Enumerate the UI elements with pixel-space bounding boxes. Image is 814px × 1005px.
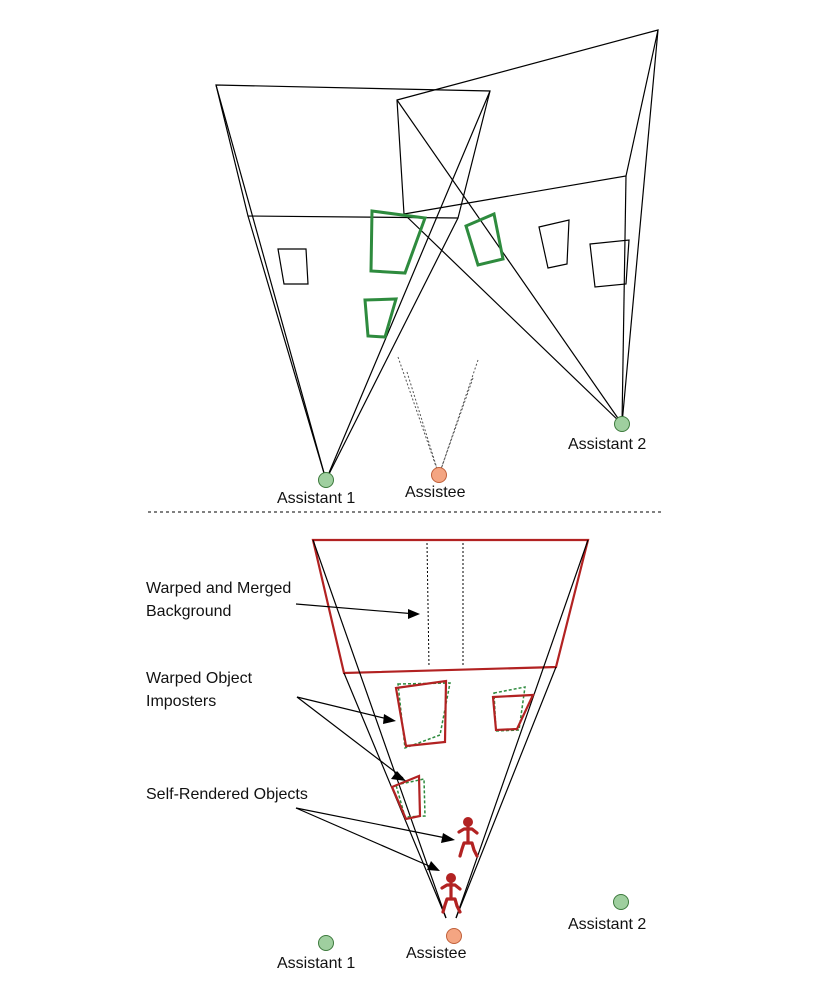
top-panel: Assistant 1 Assistant 2 Assistee — [215, 29, 659, 507]
object-imposter — [363, 297, 399, 339]
arrowhead — [391, 771, 406, 781]
assistant1-marker — [318, 472, 334, 488]
arrowhead — [408, 609, 420, 619]
figure-body — [440, 881, 462, 914]
imposter-warped — [390, 774, 422, 821]
assistant2-marker — [613, 894, 629, 910]
assistee-marker — [431, 467, 447, 483]
figure-body — [457, 825, 479, 858]
assistee-frustum — [397, 356, 479, 476]
arrowhead — [427, 861, 440, 871]
background-object — [538, 219, 570, 269]
assistant2-label: Assistant 2 — [568, 916, 646, 933]
arrowhead — [441, 833, 455, 843]
imposter-original — [395, 778, 426, 818]
assistee-label: Assistee — [406, 945, 467, 962]
background-object — [589, 239, 630, 288]
assistant2-frustum — [396, 29, 659, 425]
assistant1-label: Assistant 1 — [277, 490, 355, 507]
assistant2-label: Assistant 2 — [568, 436, 646, 453]
warped-imposters — [390, 679, 535, 821]
assistant1-label: Assistant 1 — [277, 955, 355, 972]
background-label-line2: Background — [146, 603, 231, 620]
assistant1-marker — [318, 935, 334, 951]
bottom-panel: Warped and Merged Background Warped Obje… — [146, 538, 646, 972]
figure-head — [463, 817, 473, 827]
assistee-label: Assistee — [405, 484, 466, 501]
assistee-merged-frustum — [311, 538, 590, 919]
background-label-line1: Warped and Merged — [146, 580, 291, 597]
object-imposters — [363, 209, 505, 339]
imposters-label-line1: Warped Object — [146, 670, 253, 687]
imposters-label-line2: Imposters — [146, 693, 216, 710]
assistant1-frustum — [215, 84, 491, 481]
background-object — [277, 248, 309, 285]
imposter-original — [397, 682, 451, 750]
arrowhead — [383, 714, 396, 724]
assistant2-marker — [614, 416, 630, 432]
annotation-arrows — [295, 603, 455, 871]
assistee-marker — [446, 928, 462, 944]
background-seam — [426, 542, 464, 668]
object-imposter — [369, 209, 428, 275]
imposter-warped — [394, 679, 448, 748]
object-imposter — [464, 211, 505, 267]
self-rendered-figure — [457, 817, 479, 858]
self-rendered-label: Self-Rendered Objects — [146, 786, 308, 803]
figure-head — [446, 873, 456, 883]
self-rendered-figure — [440, 873, 462, 914]
imposter-warped — [491, 693, 535, 732]
